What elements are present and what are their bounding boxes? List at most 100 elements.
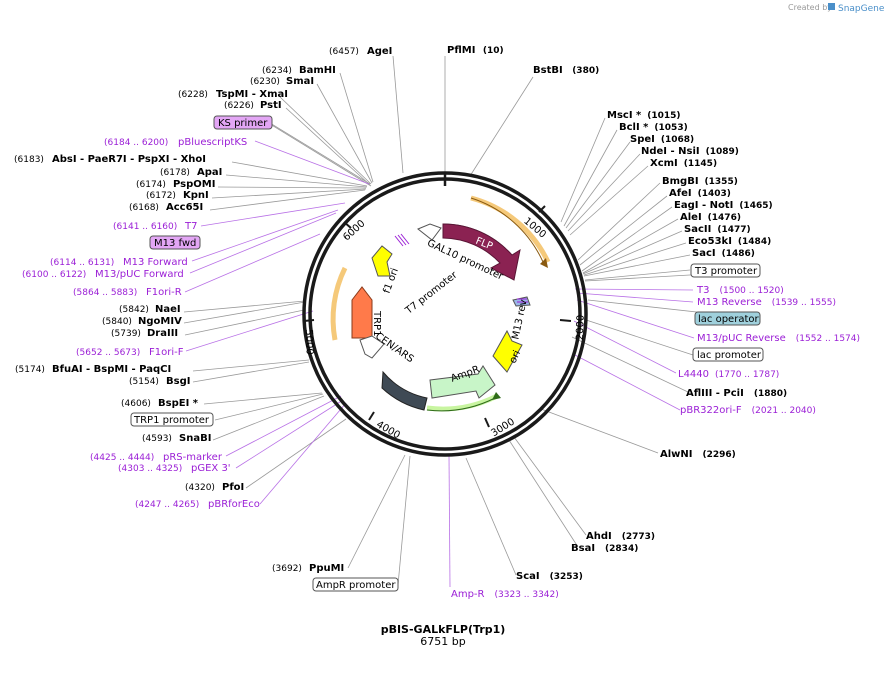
credit-brand: SnapGene <box>838 4 885 14</box>
credit-prefix: Created by <box>788 3 832 12</box>
plasmid-name: pBIS-GALkFLP(Trp1) <box>381 623 506 636</box>
trp1-promoter-arrow <box>359 335 385 359</box>
f1-ori-feature <box>371 245 393 277</box>
site-bspei-pos: (4606) <box>121 399 151 409</box>
site-bsgi: BsgI <box>166 376 190 387</box>
primer-m13-reverse: M13 Reverse(1539 .. 1555) <box>697 297 836 308</box>
cen-ars-feature <box>381 370 428 411</box>
site-bfuai-pos: (5174) <box>15 365 45 375</box>
site-ndei-nsii: NdeI - NsiI(1089) <box>641 146 739 157</box>
site-eco53ki: Eco53kI(1484) <box>688 236 771 247</box>
lac-promoter-label: lac promoter <box>697 350 762 361</box>
site-draiii-pos: (5739) <box>111 329 141 339</box>
primer-f1ori-r: F1ori-R <box>146 287 182 298</box>
site-bfuai-group: BfuAI - BspMI - PaqCI <box>52 364 171 375</box>
tick-marks <box>303 205 572 428</box>
trp1-orf-band <box>330 266 348 341</box>
site-naei: NaeI <box>155 304 181 315</box>
site-kpni: KpnI <box>183 190 209 201</box>
primer-leader-lines <box>184 140 695 588</box>
primer-cluster-marks <box>394 233 528 303</box>
ori-feature <box>492 329 523 373</box>
ampr-feature <box>429 365 496 399</box>
primer-amp-r: Amp-R(3323 .. 3342) <box>451 589 559 600</box>
site-pfoi-pos: (4320) <box>185 483 215 493</box>
site-pspomi-pos: (6174) <box>136 180 166 190</box>
ampr-promoter-box <box>312 577 399 592</box>
primer-t3: T3(1500 .. 1520) <box>696 285 784 296</box>
site-naei-pos: (5842) <box>119 305 149 315</box>
primer-pgex3: pGEX 3' <box>191 463 231 474</box>
trp1-feature <box>351 286 373 339</box>
primer-f1ori-f: F1ori-F <box>149 347 184 358</box>
site-afei: AfeI(1403) <box>669 188 731 199</box>
site-eagi-noti: EagI - NotI(1465) <box>674 200 773 211</box>
site-scai: ScaI(3253) <box>516 571 583 582</box>
t3-promoter-box <box>690 263 761 278</box>
primer-m13-puc-forward-range: (6100 .. 6122) <box>22 270 86 280</box>
m13-fwd-label: M13 fwd <box>154 238 196 249</box>
site-spei: SpeI(1068) <box>630 134 694 145</box>
site-bsgi-pos: (5154) <box>129 377 159 387</box>
ks-primer-box <box>213 115 273 130</box>
snapgene-logo-icon <box>828 3 835 10</box>
site-bamhi-pos: (6234) <box>262 66 292 76</box>
site-psti: PstI <box>260 100 282 111</box>
trp1-promoter-label: TRP1 promoter <box>133 415 210 426</box>
ampr-orf-arrowhead <box>492 392 501 400</box>
trp1-label: TRP1 <box>371 310 382 336</box>
site-pfoi: PfoI <box>222 482 244 493</box>
site-apai-pos: (6178) <box>160 168 190 178</box>
site-xcmi: XcmI(1145) <box>650 158 717 169</box>
site-smai: SmaI <box>286 76 314 87</box>
site-ngomiv: NgoMIV <box>138 316 182 327</box>
primer-prs-marker-range: (4425 .. 4444) <box>90 453 154 463</box>
site-snabi-pos: (4593) <box>142 434 172 444</box>
plasmid-length: 6751 bp <box>420 635 465 648</box>
site-bstbi: BstBI (380) <box>533 65 599 76</box>
ampr-orf-band <box>426 393 499 412</box>
site-alwni: AlwNI(2296) <box>660 449 736 460</box>
site-acc65i: Acc65I <box>166 202 203 213</box>
site-bspei: BspEI * <box>158 398 199 409</box>
site-bmgbi: BmgBI(1355) <box>662 176 738 187</box>
site-tspmi-xmai: TspMI - XmaI <box>216 89 288 100</box>
ampr-promoter-label: AmpR promoter <box>316 580 396 591</box>
flp-orf-band-edge <box>470 197 544 263</box>
backbone-outer-strand <box>302 171 588 457</box>
site-tspmi-pos: (6228) <box>178 90 208 100</box>
site-absi-group: AbsI - PaeR7I - PspXI - XhoI <box>52 154 206 165</box>
primer-f1ori-r-range: (5864 .. 5883) <box>73 288 137 298</box>
site-acc65i-pos: (6168) <box>129 203 159 213</box>
t7-promoter-arrow <box>417 223 442 241</box>
trp1-promoter-box <box>130 412 214 427</box>
primer-pgex3-range: (4303 .. 4325) <box>118 464 182 474</box>
leader-lines <box>183 55 761 586</box>
primer-m13-forward: M13 Forward <box>123 257 188 268</box>
ampr-orf-band-edge <box>426 397 496 412</box>
site-ppumi: PpuMI <box>309 563 344 574</box>
m13-fwd-box <box>149 235 201 250</box>
site-agei: AgeI <box>367 46 392 57</box>
primer-t7: T7 <box>184 221 197 232</box>
t3-promoter-label: T3 promoter <box>694 266 758 277</box>
tick-label-2000: 2000 <box>575 315 587 341</box>
primer-m13-forward-range: (6114 .. 6131) <box>50 258 114 268</box>
site-smai-pos: (6230) <box>250 77 280 87</box>
primer-f1ori-f-range: (5652 .. 5673) <box>76 348 140 358</box>
ks-primer-label: KS primer <box>218 118 268 129</box>
tick-label-5000: 5000 <box>303 329 315 355</box>
site-afliii-pcii: AflIII - PciI(1880) <box>686 388 787 399</box>
primer-l4440: L4440(1770 .. 1787) <box>678 369 779 380</box>
primer-pbr322ori-f: pBR322ori-F(2021 .. 2040) <box>680 405 816 416</box>
site-ppumi-pos: (3692) <box>272 564 302 574</box>
site-absi-pos: (6183) <box>14 155 44 165</box>
primer-prs-marker: pRS-marker <box>163 452 223 463</box>
lac-operator-box <box>694 311 761 326</box>
site-sacii: SacII(1477) <box>684 224 751 235</box>
primer-pbrforeco-range: (4247 .. 4265) <box>135 500 199 510</box>
t7-promoter-label: T7 promoter <box>403 269 460 317</box>
primer-pbluescriptks: pBluescriptKS <box>178 137 247 148</box>
flp-feature <box>442 223 521 281</box>
